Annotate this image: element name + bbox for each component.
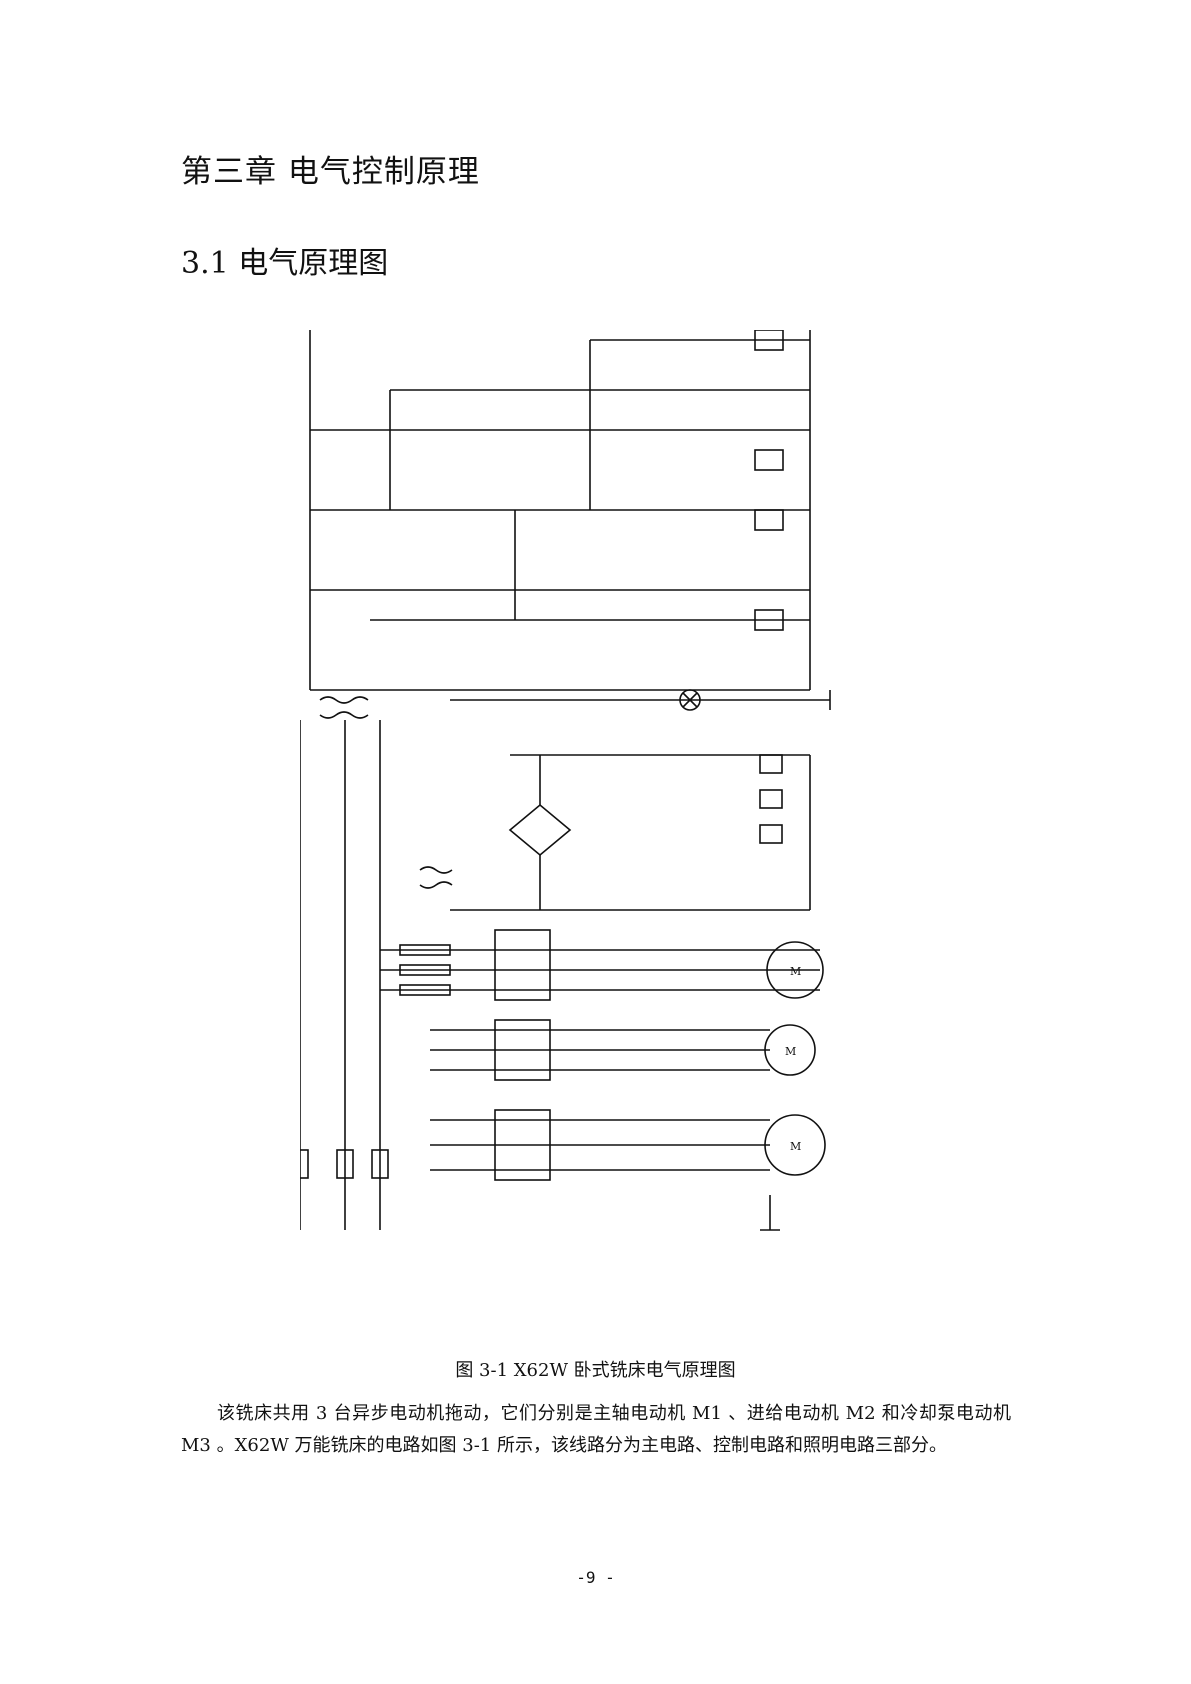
motor-m3 [764, 1024, 816, 1076]
page-number: -9 - [576, 1568, 615, 1587]
figure-caption: 图 3-1 X62W 卧式铣床电气原理图 [455, 1360, 736, 1381]
circuit-diagram: M M M [300, 330, 831, 1231]
rectifier-vc [508, 803, 572, 857]
circuit-diagram-figure: M M M [300, 330, 940, 1340]
coil-km3 [754, 449, 784, 471]
label-m3: M [785, 1045, 796, 1058]
motor-m1 [764, 1114, 826, 1176]
body-paragraph: 该铣床共用 3 台异步电动机拖动，它们分别是主轴电动机 M1 、进给电动机 M2… [181, 1403, 1011, 1456]
label-m1: M [790, 1140, 801, 1153]
coil-km2 [754, 509, 784, 531]
coil-km4 [754, 330, 784, 351]
motor-m2 [766, 941, 824, 999]
chapter-title: 第三章 电气控制原理 [181, 154, 480, 190]
label-m2: M [790, 965, 801, 978]
coil-km1 [754, 609, 784, 631]
section-title: 3.1 电气原理图 [181, 246, 389, 281]
